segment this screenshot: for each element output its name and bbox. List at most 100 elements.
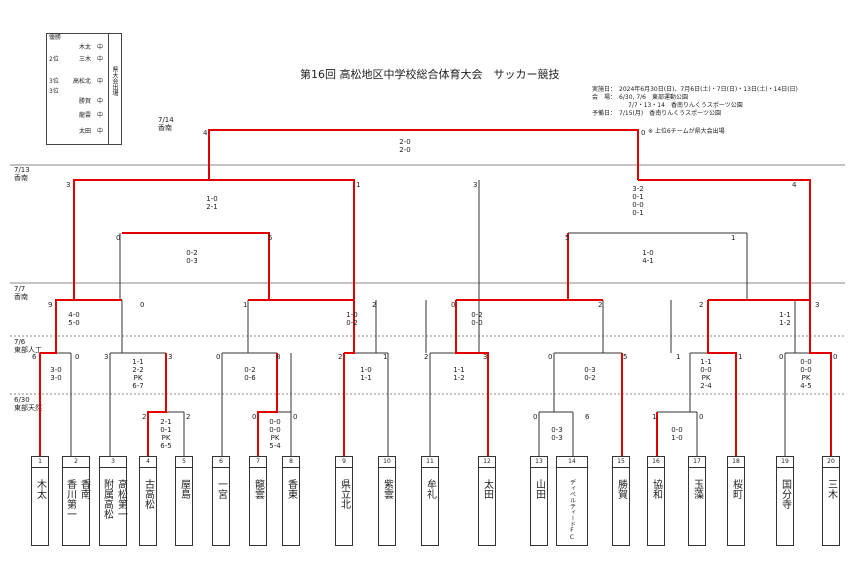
semifinal-goals: 3 [473, 181, 478, 189]
ranking-place: 2位 [49, 56, 59, 63]
team-number: 4 [140, 457, 156, 468]
round1-score: 0-0 [800, 366, 812, 374]
team-number: 3 [100, 457, 126, 468]
round1-goals: 3 [104, 353, 109, 361]
team-number: 6 [213, 457, 229, 468]
round1-goals: 6 [32, 353, 37, 361]
quarterfinal-goals: 5 [268, 234, 273, 242]
final-left-goals: 4 [203, 129, 208, 137]
round-sf-venue: 香南 [14, 174, 28, 182]
semifinal-score: 2-1 [206, 203, 218, 211]
semifinal-score: 0-0 [632, 201, 644, 209]
quarterfinal-score: 1-0 [642, 249, 654, 257]
ranking-team: 木太 [78, 44, 91, 51]
round1-goals: 3 [483, 353, 488, 361]
round1-score: 2-4 [700, 382, 712, 390]
team-number: 1 [32, 457, 48, 468]
round1-score: PK [701, 374, 711, 382]
preliminary-goals: 0 [699, 413, 704, 421]
team-name: 香南 [78, 479, 90, 499]
round-pre-date: 6/30 [14, 396, 30, 404]
team-name: 牟礼 [424, 479, 436, 499]
team-box: 6 一宮 [212, 456, 230, 546]
team-number: 10 [379, 457, 395, 468]
ranking-row: 木太中 [49, 44, 103, 51]
team-number: 19 [777, 457, 793, 468]
round16-score: 0-0 [471, 319, 483, 327]
team-number: 9 [336, 457, 352, 468]
schedule-dates: 実施日： 2024年6月30日(日)、7月6日(土)・7日(日)・13日(土)・… [592, 86, 798, 93]
round16-goals: 9 [48, 301, 53, 309]
round1-goals: 2 [424, 353, 429, 361]
round-sf-date: 7/13 [14, 166, 30, 174]
ranking-suffix: 中 [97, 98, 104, 105]
team-name: ディベルティードFC [568, 479, 576, 541]
schedule-venue-1: 会 場： 6/30, 7/6 東部運動公園 [592, 94, 689, 101]
ranking-suffix: 中 [97, 112, 104, 119]
ranking-row: 勝賀中 [49, 98, 103, 105]
preliminary-score: 0-3 [551, 426, 563, 434]
preliminary-goals: 2 [142, 413, 147, 421]
preliminary-goals: 0 [252, 413, 257, 421]
round1-goals: 1 [383, 353, 388, 361]
round1-score: 1-1 [453, 366, 465, 374]
round1-goals: 0 [216, 353, 221, 361]
team-name: 紫雲 [381, 479, 393, 499]
round16-score: 1-2 [779, 319, 791, 327]
quarterfinal-score: 0-3 [186, 257, 198, 265]
preliminary-goals: 2 [186, 413, 191, 421]
ranking-team: 勝賀 [78, 98, 91, 105]
team-number: 12 [479, 457, 495, 468]
preliminary-score: 1-0 [671, 434, 683, 442]
team-number: 16 [648, 457, 664, 468]
round1-score: 3-0 [50, 374, 62, 382]
round16-goals: 3 [815, 301, 820, 309]
round1-score: 0-3 [584, 366, 596, 374]
preliminary-score: 0-0 [269, 426, 281, 434]
round1-score: PK [801, 374, 811, 382]
round1-score: 0-0 [800, 358, 812, 366]
round1-score: 6-7 [132, 382, 144, 390]
ranking-row: 3位高松北中 [49, 78, 103, 85]
team-name: 太田 [481, 479, 493, 499]
quarterfinal-score: 4-1 [642, 257, 654, 265]
round-final-venue: 香南 [158, 124, 172, 132]
preliminary-score: 2-1 [160, 418, 172, 426]
round1-score: 0-0 [700, 366, 712, 374]
preliminary-score: 6-5 [160, 442, 172, 450]
preliminary-score: 5-4 [269, 442, 281, 450]
semifinal-score: 3-2 [632, 185, 644, 193]
final-score: 2-0 [399, 138, 411, 146]
round1-score: 0-2 [584, 374, 596, 382]
team-box: 10 紫雲 [378, 456, 396, 546]
round16-goals: 0 [451, 301, 456, 309]
team-name: 勝賀 [615, 479, 627, 499]
page-title: 第16回 高松地区中学校総合体育大会 サッカー競技 [300, 68, 560, 81]
round1-score: 1-0 [360, 366, 372, 374]
final-score: 2-0 [399, 146, 411, 154]
ranking-divider [108, 33, 109, 145]
round16-score: 0-2 [471, 311, 483, 319]
quarterfinal-score: 0-2 [186, 249, 198, 257]
ranking-row: 太田中 [49, 128, 103, 135]
round1-score: 3-0 [50, 366, 62, 374]
team-name: 一宮 [215, 479, 227, 499]
team-name: 高松第一 [115, 479, 127, 519]
ranking-row: 優勝 [49, 34, 97, 41]
team-number: 7 [250, 457, 266, 468]
preliminary-score: PK [270, 434, 280, 442]
team-name: 屋島 [178, 479, 190, 499]
semifinal-score: 0-1 [632, 193, 644, 201]
round1-score: 1-1 [700, 358, 712, 366]
team-name: 協和 [650, 479, 662, 499]
round16-score: 1-1 [779, 311, 791, 319]
